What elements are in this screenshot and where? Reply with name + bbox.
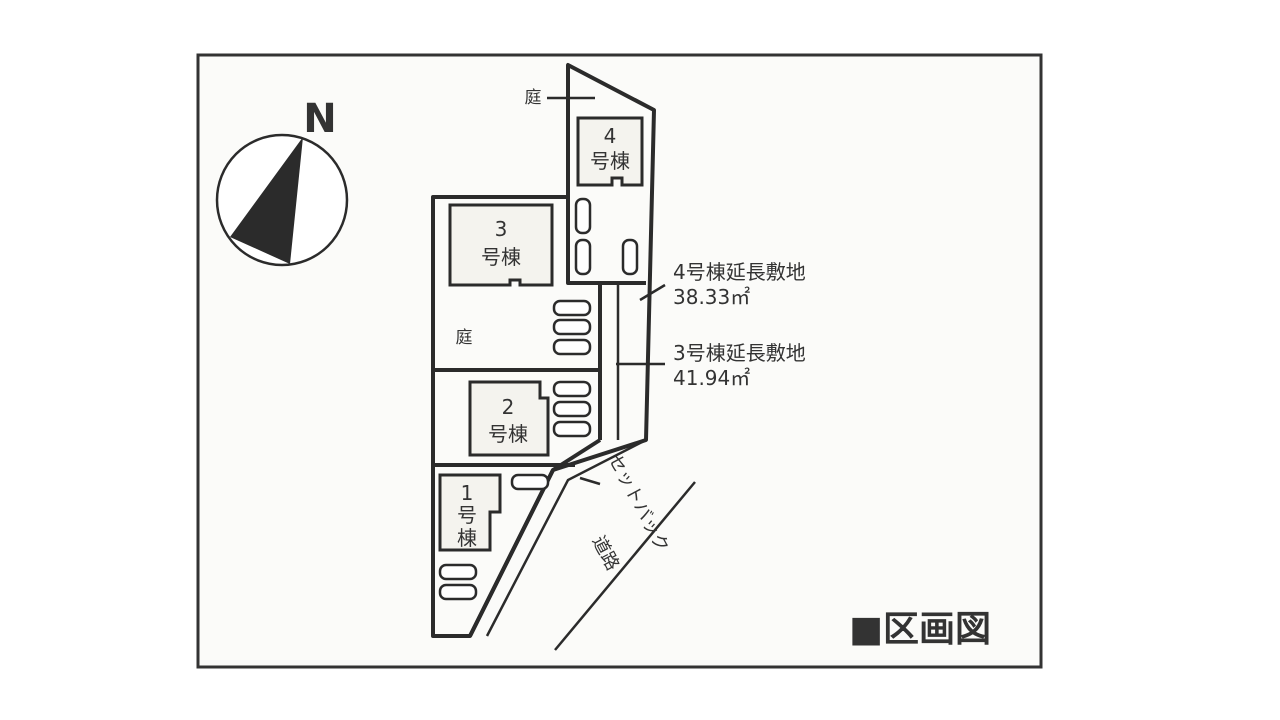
ext4-leader [639, 283, 666, 302]
lot-divider-3-4 [566, 197, 602, 440]
car-icon [552, 299, 592, 317]
car-icon [574, 197, 592, 235]
building-4-label: 号棟 [590, 149, 630, 173]
road-edge [554, 481, 696, 651]
building-3-footprint [448, 203, 554, 287]
compass: N [215, 96, 349, 267]
car-icon [552, 420, 592, 438]
car-icon [552, 338, 592, 356]
garden-label-top: 庭 [525, 88, 542, 108]
building-2-number: 2 [502, 395, 515, 419]
parking [438, 197, 639, 601]
building-3-number: 3 [495, 217, 508, 241]
building-1: 1 号 棟 [438, 473, 502, 552]
building-1-number: 1 [461, 481, 474, 505]
garden-label-mid: 庭 [456, 328, 473, 348]
plan-title: ■区画図 [849, 609, 991, 650]
building-1-label-b: 棟 [457, 526, 477, 550]
car-icon [510, 473, 550, 491]
setback-line-inner [468, 438, 602, 637]
car-icon [552, 318, 592, 336]
car-icon [552, 380, 592, 398]
building-4-footprint [576, 116, 644, 187]
ext4-title: 4号棟延長敷地 [673, 260, 806, 284]
car-icon [438, 563, 478, 581]
ext3-area: 41.94㎡ [673, 366, 750, 390]
site-boundary [431, 63, 656, 638]
setback-line-outer [485, 438, 647, 637]
setback-leader [579, 476, 601, 486]
car-icon [621, 238, 639, 276]
building-2: 2 号棟 [468, 380, 550, 457]
north-label: N [303, 96, 336, 142]
car-icon [552, 400, 592, 418]
car-icon [574, 238, 592, 276]
car-icon [438, 583, 478, 601]
building-3-label: 号棟 [481, 245, 521, 269]
building-3: 3 号棟 [448, 203, 554, 287]
building-1-footprint [438, 473, 502, 552]
north-arrow-icon [230, 137, 303, 264]
building-4-number: 4 [604, 124, 617, 148]
building-4: 4 号棟 [576, 116, 644, 187]
ext4-area: 38.33㎡ [673, 285, 750, 309]
building-1-label-a: 号 [457, 503, 477, 527]
building-2-label: 号棟 [488, 422, 528, 446]
building-2-footprint [468, 380, 550, 457]
ext3-title: 3号棟延長敷地 [673, 341, 806, 365]
